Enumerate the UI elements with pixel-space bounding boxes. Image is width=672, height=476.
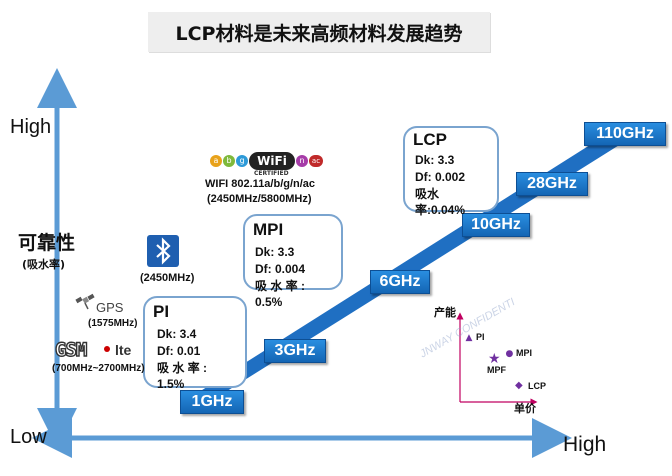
material-water-absorption-label: 吸 水 率 : (157, 361, 207, 375)
wifi-band-a: a (210, 155, 222, 167)
inset-point-marker-mpi: ● (505, 348, 514, 359)
inset-chart-axes (456, 312, 538, 406)
bluetooth-icon (147, 235, 179, 267)
material-name: MPI (253, 220, 284, 239)
inset-point-marker-pi: ▲ (465, 332, 473, 343)
freq-tag-10ghz: 10GHz (462, 213, 530, 237)
wifi-standard: WIFI 802.11a/b/g/n/ac (205, 178, 316, 190)
material-df: Df: 0.002 (415, 170, 466, 184)
inset-point-label-mpi: MPI (516, 348, 533, 358)
freq-tag-28ghz: 28GHz (516, 172, 588, 196)
freq-tag-3ghz: 3GHz (264, 339, 326, 363)
material-box-lcp: LCP Dk: 3.3 Df: 0.002 吸水 率:0.04% (403, 126, 499, 217)
y-axis-title: 可靠性 (18, 232, 76, 254)
wifi-band-g: g (236, 155, 248, 167)
inset-point-marker-mpf: ★ (488, 350, 501, 367)
material-name: LCP (413, 130, 447, 149)
wifi-logo: a b g WiFi n ac (210, 150, 340, 172)
material-df: Df: 0.01 (157, 344, 201, 358)
inset-point-label-lcp: LCP (528, 381, 546, 391)
inset-point-label-mpf: MPF (487, 364, 506, 375)
y-axis-high-label: High (10, 116, 52, 138)
gps-frequency: (1575MHz) (88, 318, 138, 329)
inset-chart-ylabel: 产能 (434, 306, 456, 319)
inset-chart: 产能 单价 ▲PI ●MPI ★MPF ◆ LCP (420, 304, 546, 416)
wifi-band-ac: ac (309, 155, 323, 167)
material-box-mpi: MPI Dk: 3.3 Df: 0.004 吸 水 率 : 0.5% (243, 214, 343, 309)
wifi-band-b: b (223, 155, 235, 167)
lte-logo: lte (115, 342, 132, 358)
wifi-band-n: n (296, 155, 308, 167)
material-name: PI (153, 302, 170, 321)
wifi-certified: CERTIFIED (254, 170, 289, 177)
freq-tag-1ghz: 1GHz (180, 390, 244, 414)
gps-label: GPS (96, 300, 124, 315)
material-water-absorption-label: 吸 水 率 : (255, 279, 305, 293)
inset-chart-xlabel: 单价 (514, 402, 536, 415)
satellite-icon (74, 292, 96, 312)
gsm-logo: GSM (54, 338, 88, 361)
gsm-dot-icon (104, 346, 110, 352)
material-dk: Dk: 3.3 (255, 245, 295, 259)
material-dk: Dk: 3.4 (157, 327, 197, 341)
inset-point-marker-lcp: ◆ (515, 380, 523, 391)
material-df: Df: 0.004 (255, 262, 306, 276)
freq-tag-6ghz: 6GHz (370, 270, 430, 294)
material-water-absorption-value: 率:0.04% (415, 203, 466, 217)
inset-point-label-pi: PI (476, 332, 485, 342)
wifi-frequency: (2450MHz/5800MHz) (207, 193, 312, 205)
freq-tag-110ghz: 110GHz (584, 122, 666, 146)
wifi-word: WiFi (249, 152, 295, 170)
material-water-absorption-value: 1.5% (157, 377, 185, 391)
material-water-absorption-value: 0.5% (255, 295, 283, 309)
trend-line (180, 126, 640, 408)
bluetooth-frequency: (2450MHz) (140, 272, 195, 284)
x-axis-high-label: High (563, 433, 607, 456)
y-axis-subtitle: (吸水率) (22, 258, 66, 271)
gsm-frequency: (700MHz~2700MHz) (52, 363, 145, 374)
y-axis-low-label: Low (10, 426, 47, 448)
material-box-pi: PI Dk: 3.4 Df: 0.01 吸 水 率 : 1.5% (143, 296, 247, 391)
material-water-absorption-label: 吸水 (415, 187, 440, 201)
page-title: LCP材料是未来高频材料发展趋势 (148, 12, 490, 52)
material-dk: Dk: 3.3 (415, 153, 455, 167)
